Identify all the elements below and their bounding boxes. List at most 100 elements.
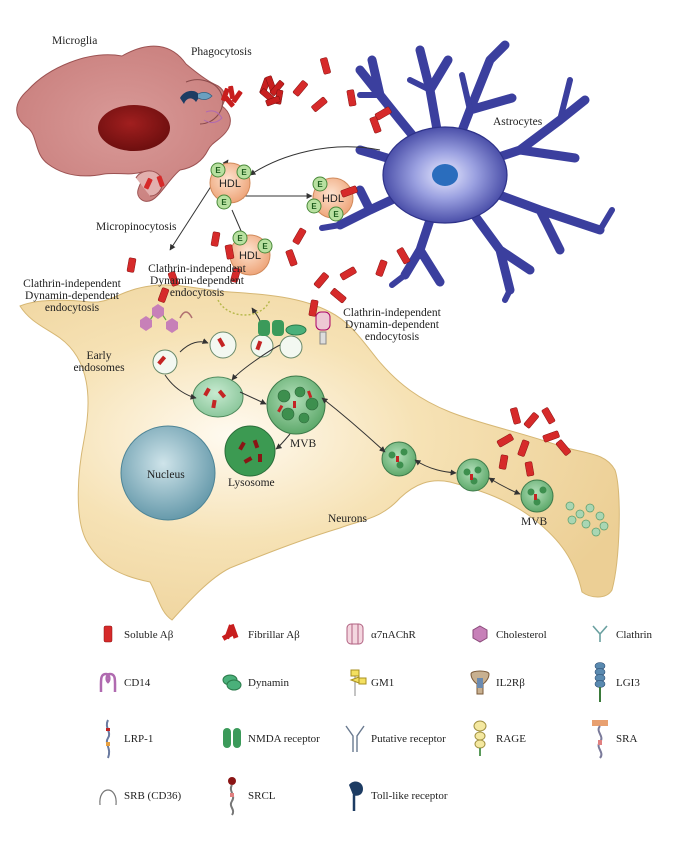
legend-item: IL2Rβ [470, 670, 525, 695]
label-clathrin-ind-right-2: Dynamin-dependent [345, 319, 440, 331]
legend-label: Fibrillar Aβ [248, 629, 300, 641]
mvb-soma [266, 375, 326, 435]
svg-text:E: E [317, 180, 323, 189]
srcl-icon [228, 777, 236, 816]
label-astrocytes: Astrocytes [493, 116, 543, 128]
legend-label: Toll-like receptor [371, 790, 448, 802]
il2rb-icon [470, 670, 490, 695]
a7nachr-icon [346, 623, 364, 645]
label-early-endosomes-2: endosomes [73, 362, 125, 374]
label-nucleus: Nucleus [147, 469, 185, 481]
axon-mvbs [381, 441, 609, 537]
soluble-abeta-icon [103, 625, 113, 643]
cd14-icon [99, 672, 117, 693]
label-lysosome: Lysosome [228, 477, 275, 489]
svg-text:E: E [311, 202, 317, 211]
svg-text:E: E [262, 242, 268, 251]
soluble-abeta-monomers [126, 57, 571, 477]
label-clathrin-dep-2: Dynamin-dependent [150, 275, 245, 287]
neuron-nucleus [120, 425, 216, 521]
hdl-label: HDL [219, 178, 241, 190]
label-early-endosomes-1: Early [87, 350, 112, 362]
label-clathrin-ind-right-1: Clathrin-independent [343, 307, 442, 319]
label-clathrin-ind-left-2: Dynamin-dependent [25, 290, 120, 302]
label-phagocytosis: Phagocytosis [191, 46, 252, 58]
legend-label: SRB (CD36) [124, 790, 181, 802]
cholesterol-icon [472, 625, 488, 643]
label-mvb-axon: MVB [521, 516, 548, 528]
early-endosomes [152, 331, 303, 418]
putative-receptor-icon [345, 725, 365, 752]
svg-text:E: E [241, 168, 247, 177]
label-microglia: Microglia [52, 35, 97, 47]
diagram-labels: Microglia Phagocytosis Astrocytes Microp… [23, 35, 547, 528]
legend-label: α7nAChR [371, 629, 417, 641]
legend-item: Toll-like receptor [349, 781, 448, 811]
legend: Soluble Aβ Fibrillar Aβ α7nAChR Cholesterol… [99, 623, 653, 816]
label-clathrin-ind-left-1: Clathrin-independent [23, 278, 122, 290]
dynamin-icon [222, 674, 242, 691]
svg-text:E: E [237, 234, 243, 243]
svg-text:E: E [333, 210, 339, 219]
phagocytosed-fibril [221, 85, 243, 108]
legend-label: Soluble Aβ [124, 629, 174, 641]
legend-label: Putative receptor [371, 733, 446, 745]
legend-item: α7nAChR [346, 623, 417, 645]
legend-item: CD14 [99, 672, 151, 693]
microglia-nucleus [98, 105, 170, 151]
legend-item: RAGE [473, 720, 526, 756]
fibrillar-abeta-icon [221, 623, 239, 641]
toll-like-receptor [180, 90, 200, 104]
legend-item: SRB (CD36) [99, 789, 181, 806]
label-clathrin-dep-3: endocytosis [170, 287, 225, 299]
lgi3-icon [594, 662, 606, 702]
legend-label: RAGE [496, 733, 526, 745]
gm1-icon [349, 669, 367, 696]
fibrillar-abeta-aggregate [259, 75, 285, 107]
legend-label: Dynamin [248, 677, 289, 689]
label-neurons: Neurons [328, 513, 367, 525]
legend-item: SRA [592, 720, 637, 759]
legend-item: GM1 [349, 669, 394, 696]
lrp1-icon [105, 719, 111, 759]
svg-text:E: E [215, 166, 221, 175]
toll-like-receptor-icon [349, 781, 363, 811]
microglia-cell [16, 45, 243, 202]
hdl-label: HDL [322, 193, 344, 205]
legend-item: Clathrin [592, 625, 653, 642]
legend-item: Fibrillar Aβ [221, 623, 300, 641]
srb-cd36-icon [99, 789, 117, 806]
hdl-label: HDL [239, 250, 261, 262]
svg-text:E: E [221, 198, 227, 207]
apoe-markers: E E E E E E E E [210, 162, 344, 254]
legend-item: Putative receptor [345, 725, 446, 752]
lysosome [224, 425, 276, 477]
legend-label: Cholesterol [496, 629, 547, 641]
rage-icon [473, 720, 487, 756]
legend-label: Clathrin [616, 629, 653, 641]
legend-label: CD14 [124, 677, 151, 689]
label-clathrin-ind-left-3: endocytosis [45, 302, 100, 314]
legend-item: Cholesterol [472, 625, 547, 643]
legend-item: LRP-1 [105, 719, 153, 759]
legend-item: LGI3 [594, 662, 640, 702]
hdl-particles: HDL HDL HDL E E E E E E E E [209, 162, 354, 276]
legend-label: IL2Rβ [496, 677, 525, 689]
legend-label: SRCL [248, 790, 276, 802]
legend-item: Dynamin [222, 674, 289, 691]
legend-item: Soluble Aβ [103, 625, 174, 643]
legend-label: LRP-1 [124, 733, 153, 745]
legend-label: LGI3 [616, 677, 640, 689]
astrocyte-cell [319, 40, 615, 303]
legend-item: SRCL [228, 777, 276, 816]
legend-item: NMDA receptor [223, 728, 320, 748]
membrane-receptors [140, 299, 331, 345]
label-mvb: MVB [290, 438, 317, 450]
legend-label: SRA [616, 733, 637, 745]
legend-label: NMDA receptor [248, 733, 320, 745]
label-clathrin-ind-right-3: endocytosis [365, 331, 420, 343]
clathrin-icon [592, 625, 608, 642]
sra-icon [592, 720, 608, 759]
label-micropinocytosis: Micropinocytosis [96, 221, 177, 233]
